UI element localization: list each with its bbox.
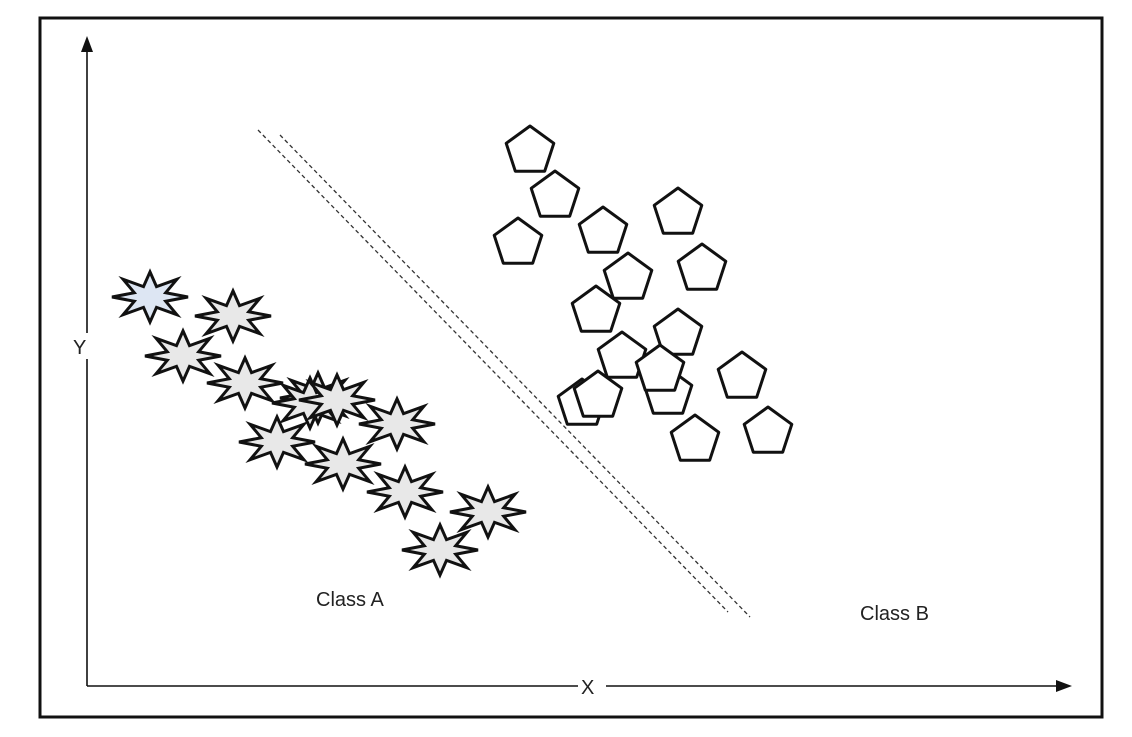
class-a-star-10 bbox=[366, 463, 444, 521]
class-b-points bbox=[492, 124, 794, 462]
class-a-star-1 bbox=[111, 268, 189, 326]
diagram-frame bbox=[38, 16, 1104, 719]
class-b-pentagon-2 bbox=[529, 169, 581, 218]
class-a-star-4 bbox=[206, 354, 284, 412]
x-axis-label: X bbox=[581, 677, 594, 699]
class-a-star-12 bbox=[401, 521, 479, 579]
class-a-star-8 bbox=[238, 413, 316, 471]
class-b-pentagon-15 bbox=[742, 405, 794, 454]
class-a-star-7 bbox=[358, 395, 436, 453]
class-a-star-11 bbox=[449, 483, 527, 541]
margin-line-right bbox=[279, 134, 751, 618]
class-a-star-3 bbox=[144, 327, 222, 385]
class-b-pentagon-5 bbox=[492, 216, 544, 265]
margin-line-left bbox=[257, 129, 729, 613]
x-axis-arrow-icon bbox=[1056, 680, 1072, 692]
class-b-pentagon-3 bbox=[577, 205, 629, 254]
class-b-pentagon-7 bbox=[676, 242, 728, 291]
class-b-pentagon-8 bbox=[570, 284, 622, 333]
class-b-label: Class B bbox=[860, 603, 929, 625]
class-b-pentagon-9 bbox=[652, 307, 704, 356]
class-a-label: Class A bbox=[316, 589, 384, 611]
class-b-pentagon-14 bbox=[669, 413, 721, 462]
class-a-star-6 bbox=[298, 371, 376, 429]
y-axis-arrow-icon bbox=[81, 36, 93, 52]
class-a-star-2 bbox=[194, 287, 272, 345]
class-a-star-9 bbox=[304, 435, 382, 493]
class-b-pentagon-6 bbox=[602, 251, 654, 300]
class-a-points bbox=[111, 268, 527, 579]
class-b-pentagon-4 bbox=[652, 186, 704, 235]
y-axis-label: Y bbox=[73, 337, 86, 359]
class-b-pentagon-10 bbox=[596, 330, 648, 379]
class-b-pentagon-11 bbox=[716, 350, 768, 399]
class-b-pentagon-16 bbox=[572, 369, 624, 418]
class-b-pentagon-17 bbox=[634, 343, 686, 392]
class-b-pentagon-1 bbox=[504, 124, 556, 173]
